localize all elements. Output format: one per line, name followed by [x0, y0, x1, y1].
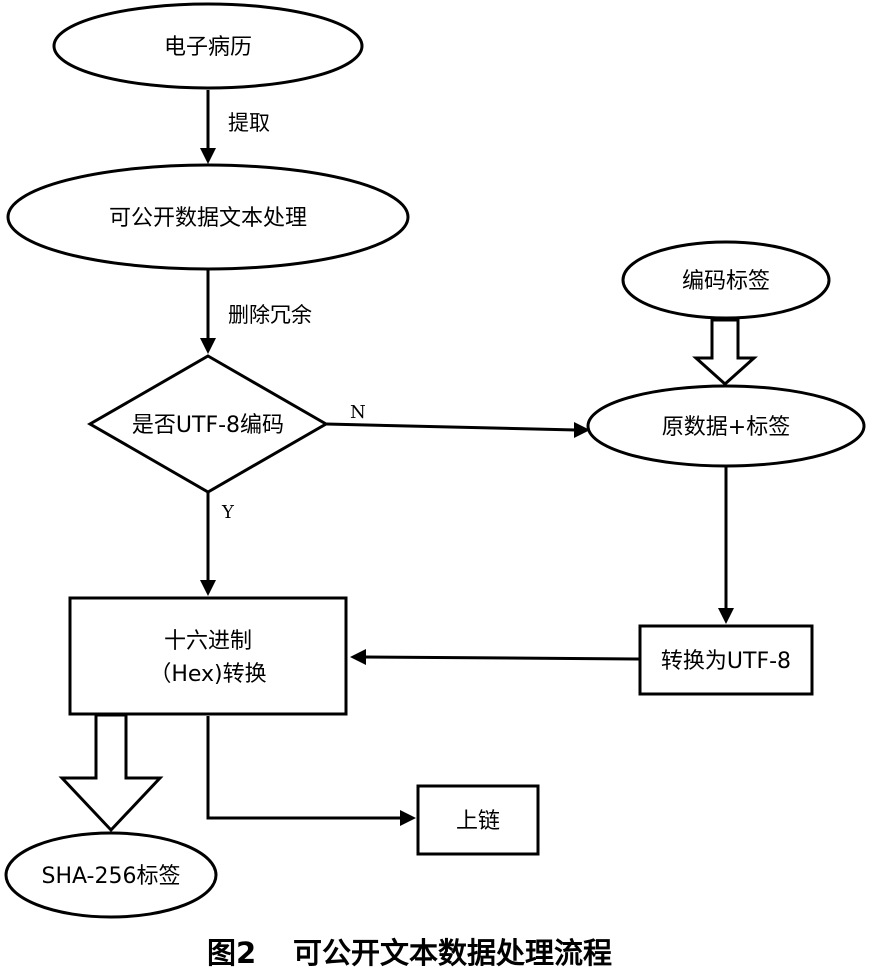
edge-utf8-to-hex — [350, 649, 641, 665]
node-hex-line2: （Hex)转换 — [149, 662, 266, 687]
arrowhead-icon — [200, 148, 216, 164]
arrowhead-icon — [718, 608, 734, 624]
edge-extract: 提取 — [200, 90, 270, 164]
figure-title: 可公开文本数据处理流程 — [293, 936, 612, 970]
node-text-processing-label: 可公开数据文本处理 — [109, 206, 307, 231]
node-sha256-tag-label: SHA-256标签 — [41, 864, 180, 889]
arrowhead-icon — [200, 338, 216, 354]
node-on-chain-label: 上链 — [456, 809, 500, 834]
arrowhead-icon — [200, 580, 216, 596]
node-sha256-tag: SHA-256标签 — [4, 831, 218, 919]
edge-label-remove-redundancy: 删除冗余 — [228, 303, 312, 327]
node-hex-convert: 十六进制 （Hex)转换 — [68, 596, 348, 716]
edge-remove-redundancy: 删除冗余 — [200, 270, 312, 354]
node-is-utf8: 是否UTF-8编码 — [86, 354, 330, 494]
arrowhead-icon — [400, 810, 416, 826]
node-emr-label: 电子病历 — [164, 35, 252, 60]
node-raw-plus-tag: 原数据+标签 — [586, 384, 866, 468]
node-hex-line1: 十六进制 — [164, 629, 252, 654]
node-to-utf8: 转换为UTF-8 — [638, 624, 814, 696]
figure-number: 图2 — [207, 936, 256, 970]
arrowhead-icon — [350, 649, 366, 665]
edge-yes: Y — [200, 492, 235, 596]
node-encoding-tag-label: 编码标签 — [682, 269, 770, 294]
edge-hex-to-chain — [206, 716, 416, 826]
node-to-utf8-label: 转换为UTF-8 — [661, 649, 791, 674]
node-encoding-tag: 编码标签 — [621, 240, 831, 320]
edge-label-no: N — [350, 402, 366, 423]
node-raw-plus-tag-label: 原数据+标签 — [662, 415, 790, 440]
hollow-arrow-down-icon — [692, 318, 758, 387]
figure-caption: 图2 可公开文本数据处理流程 — [207, 936, 612, 970]
node-emr: 电子病历 — [52, 2, 364, 90]
edge-raw-to-utf8 — [718, 466, 734, 624]
edge-label-yes: Y — [221, 502, 235, 523]
node-is-utf8-label: 是否UTF-8编码 — [132, 413, 284, 438]
node-text-processing: 可公开数据文本处理 — [6, 163, 410, 271]
arrowhead-icon — [574, 422, 590, 438]
node-on-chain: 上链 — [416, 784, 540, 856]
edge-label-extract: 提取 — [228, 111, 270, 135]
hollow-arrow-down-icon — [58, 713, 164, 833]
edge-no: N — [325, 402, 590, 438]
